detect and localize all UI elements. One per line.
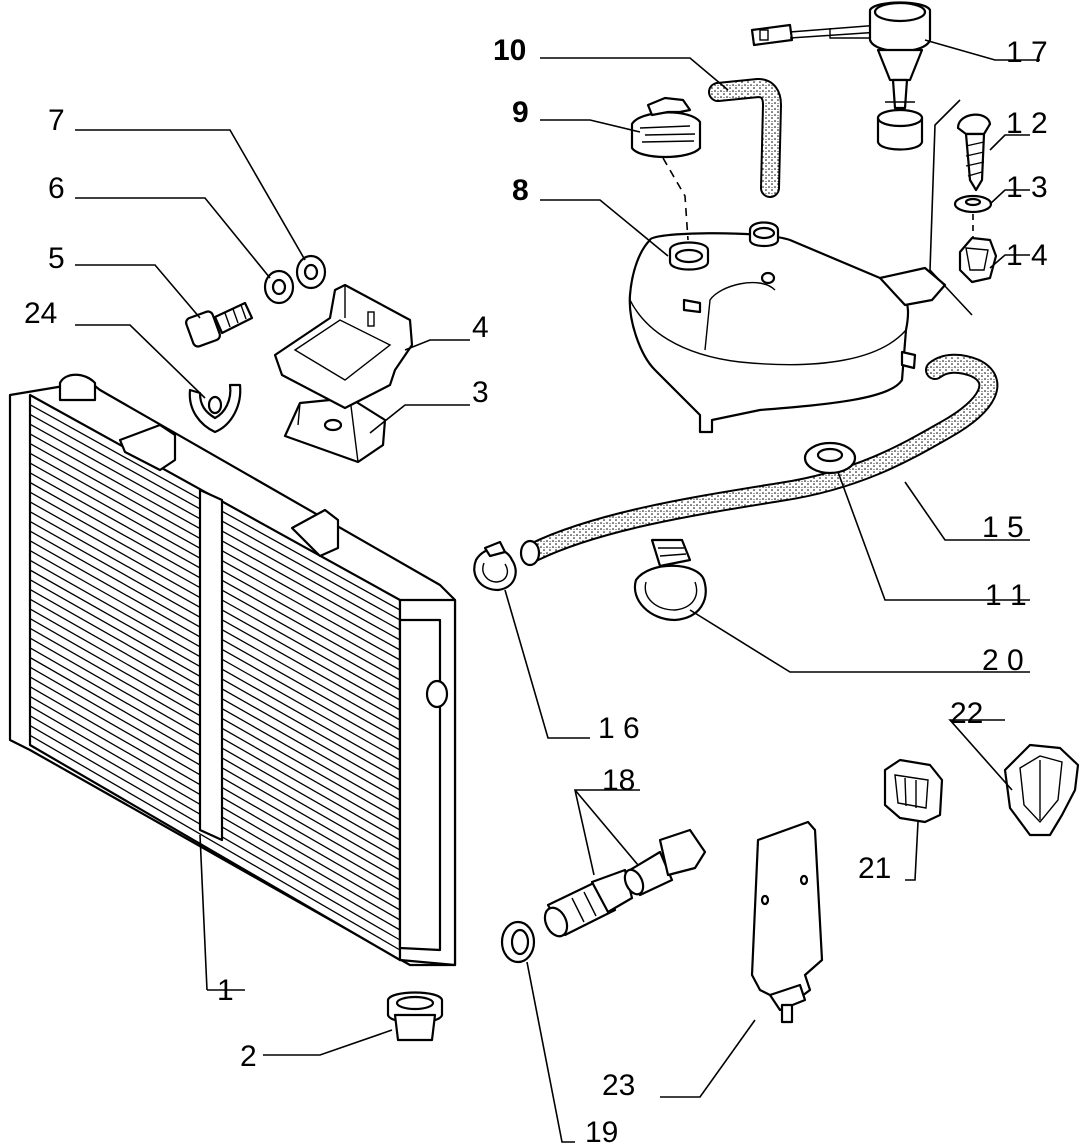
callout-15: 1 5 — [982, 511, 1024, 544]
callout-1: 1 — [217, 974, 234, 1007]
callout-5: 5 — [48, 242, 65, 275]
bolt — [185, 301, 254, 348]
grommet — [803, 441, 857, 475]
callout-12: 1 2 — [1006, 107, 1048, 140]
hose-clamp-16 — [473, 540, 517, 592]
callout-4: 4 — [472, 311, 489, 344]
callout-22: 22 — [950, 697, 983, 730]
callout-8: 8 — [512, 174, 529, 207]
clip-24 — [188, 383, 242, 434]
tank-cap — [630, 96, 702, 241]
callout-14: 1 4 — [1006, 239, 1048, 272]
expansion-tank — [628, 221, 947, 434]
washer-7 — [295, 254, 327, 290]
radiator-fin — [29, 734, 401, 951]
callout-3: 3 — [472, 376, 489, 409]
coolant-hose — [519, 353, 999, 567]
callout-10: 10 — [493, 34, 526, 67]
seal-ring — [500, 920, 536, 964]
callout-6: 6 — [48, 172, 65, 205]
callout-21: 21 — [858, 852, 891, 885]
callout-23: 23 — [602, 1069, 635, 1102]
leader-lines — [75, 39, 1040, 1143]
callout-7: 7 — [48, 104, 65, 137]
callout-20: 2 0 — [982, 644, 1024, 677]
callout-18: 18 — [602, 764, 635, 797]
callout-11: 1 1 — [985, 579, 1027, 612]
clip-nut — [958, 236, 998, 284]
callout-labels: 1 2 3 4 5 6 7 24 8 9 10 1 7 1 2 1 3 1 4 … — [24, 34, 1048, 1147]
mounting-bracket — [273, 283, 414, 410]
clip-22 — [1003, 743, 1080, 837]
clip-21 — [883, 758, 944, 824]
callout-17: 1 7 — [1006, 36, 1048, 69]
callout-16: 1 6 — [598, 712, 640, 745]
washer-13 — [953, 194, 993, 240]
bracket-23 — [750, 820, 824, 1024]
screw — [956, 113, 992, 192]
hose-clamp-20 — [633, 538, 707, 622]
callout-19: 19 — [585, 1116, 618, 1147]
callout-2: 2 — [240, 1040, 257, 1073]
radiator — [8, 373, 457, 967]
vent-hose — [708, 78, 782, 198]
connector-union — [543, 828, 707, 938]
washer — [263, 269, 295, 305]
drain-plug — [386, 991, 444, 1042]
callout-24: 24 — [24, 297, 57, 330]
callout-9: 9 — [512, 96, 529, 129]
level-sensor — [750, 1, 932, 151]
mounting-pad — [283, 396, 387, 464]
callout-13: 1 3 — [1006, 171, 1048, 204]
